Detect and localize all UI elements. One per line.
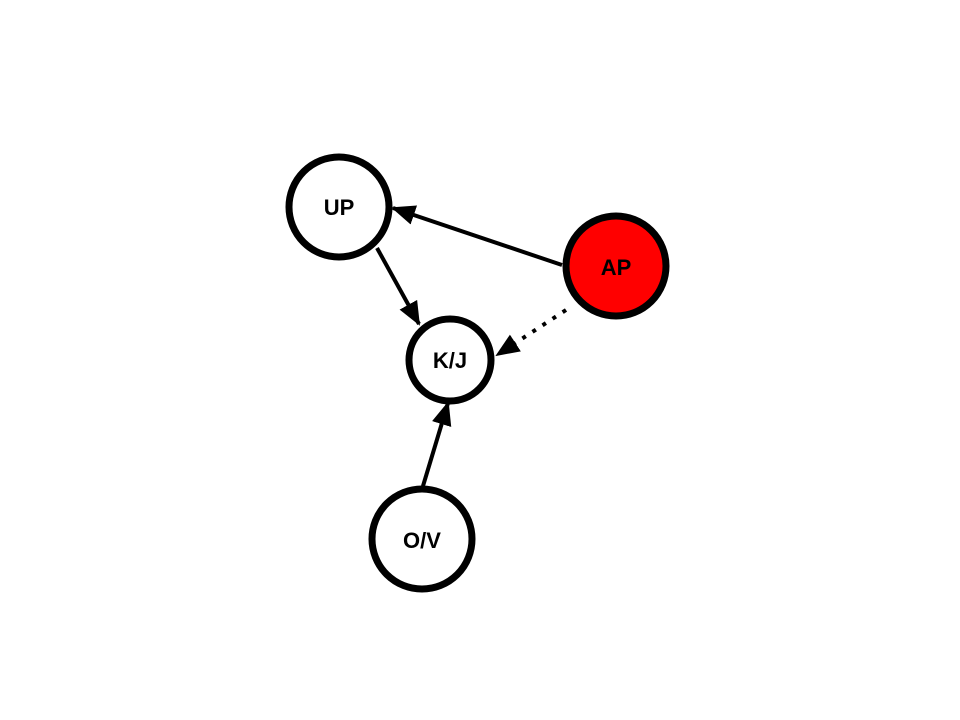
edge-ap-to-kj-dotted: [495, 308, 568, 357]
node-up-circle: [285, 153, 393, 261]
node-ov-label: O/V: [403, 528, 441, 553]
node-ap-label: AP: [601, 255, 632, 280]
node-ov: O/V: [368, 485, 476, 593]
node-kj-label: K/J: [433, 348, 467, 373]
node-ap-circle: [562, 212, 670, 320]
node-ov-circle: [368, 485, 476, 593]
node-ap: AP: [562, 212, 670, 320]
edge-ov-to-kj: [421, 401, 452, 487]
node-up-label: UP: [324, 195, 355, 220]
node-kj-circle: [405, 315, 495, 405]
edge-ap-to-up: [391, 205, 563, 267]
edge-up-to-kj: [375, 247, 421, 326]
node-up: UP: [285, 153, 393, 261]
node-kj: K/J: [405, 315, 495, 405]
